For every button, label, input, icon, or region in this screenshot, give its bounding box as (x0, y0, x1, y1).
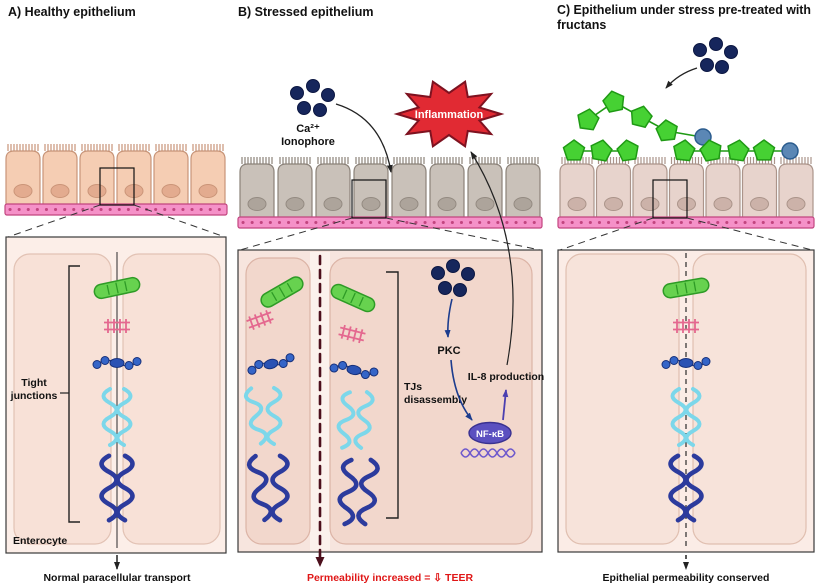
inflammation-burst (393, 79, 505, 149)
panel-c-title: fructans (557, 18, 606, 32)
enterocyte-cell-right (692, 253, 807, 545)
zoom-guide-line (7, 204, 101, 238)
zoom-target-b (351, 179, 387, 219)
ca-ionophore-dots (290, 79, 335, 117)
basement-membrane (557, 216, 815, 229)
zoom-target-a (99, 167, 135, 206)
fructan-dots (693, 37, 738, 74)
epithelial-cell (79, 143, 115, 206)
epithelial-cell (559, 156, 595, 219)
enterocyte-cell-left (13, 253, 112, 545)
inflammation-label: Inflammation (415, 109, 484, 121)
epithelial-cell (741, 156, 778, 219)
basement-membrane (4, 203, 228, 216)
panel-b-caption: Permeability increased = ⇩ TEER (307, 572, 473, 584)
fructan-chain-surface-left (562, 137, 641, 163)
epithelial-cell (315, 156, 351, 219)
epithelial-cell (632, 156, 668, 219)
enterocyte-cell-left (565, 253, 680, 545)
tjs-disassembly-label: TJs (404, 381, 422, 393)
epithelial-cell (353, 156, 389, 219)
nfkb-label: NF-κB (476, 429, 504, 440)
fructan-end-circle (781, 142, 799, 160)
fructan-pentagon (600, 88, 627, 114)
fructan-pentagon (562, 139, 586, 161)
nfkb-oval (468, 421, 512, 445)
tight-junctions-label: junctions (10, 390, 58, 402)
tjs-bracket (386, 271, 399, 519)
pkc-to-nfkb-arrow (450, 359, 473, 421)
ca-ionophore-label: Ca²⁺ (296, 123, 320, 135)
zoom-guide-line (239, 217, 353, 251)
fructan-arrow (665, 67, 698, 89)
epithelial-cell (277, 156, 313, 219)
pkc-label: PKC (437, 345, 460, 357)
epithelial-cell (429, 156, 465, 219)
fructan-chain-surface-right (671, 137, 799, 163)
fructan-pentagon (588, 137, 615, 163)
epithelial-cell (153, 143, 189, 206)
fructan-pentagon (725, 137, 751, 163)
panel-a-title: A) Healthy epithelium (8, 5, 136, 19)
il8-to-inflammation-arrow (470, 151, 514, 366)
ca-to-pkc-arrow (444, 298, 453, 338)
panel-c: C) Epithelium under stress pre-treated w… (557, 3, 815, 584)
fructan-pentagon (627, 103, 655, 129)
panel-b-title: B) Stressed epithelium (238, 5, 373, 19)
epithelial-cell (391, 156, 427, 219)
epithelial-cell (5, 143, 41, 206)
zoom-guide-line (686, 217, 813, 251)
epithelial-cell (239, 156, 275, 219)
ca-arrow (335, 103, 393, 173)
fructan-chain-floating (575, 88, 712, 146)
epithelium-b (237, 156, 543, 229)
tight-junctions-label: Tight (21, 377, 47, 389)
epithelial-cell (778, 156, 814, 219)
tight-junctions-bracket (68, 265, 80, 523)
zoom-target-c (652, 179, 688, 219)
epithelial-cell (705, 156, 741, 219)
epithelial-cell (505, 156, 541, 219)
epithelial-cell (467, 156, 503, 219)
il8-production-label: IL-8 production (468, 371, 544, 383)
epithelial-cell (190, 143, 226, 206)
panel-a: A) Healthy epithelium Tight junctions (4, 5, 228, 584)
epithelial-cell (42, 143, 78, 206)
tjs-disassembly-label: disassembly (404, 394, 467, 406)
zoom-guide-line (133, 204, 226, 238)
zoom-guide-line (559, 217, 654, 251)
fructan-pentagon (654, 118, 680, 142)
panel-b: B) Stressed epithelium Ca²⁺ Ionophore In… (237, 5, 544, 584)
nfkb-to-il8-arrow (502, 389, 509, 421)
fructan-pentagon (575, 106, 601, 132)
dna-helix (460, 448, 516, 458)
panel-a-caption: Normal paracellular transport (43, 572, 191, 584)
panel-c-title: C) Epithelium under stress pre-treated w… (557, 3, 811, 17)
zoom-guide-line (385, 217, 541, 251)
ca-ionophore-label: Ionophore (281, 136, 335, 148)
panel-c-caption: Epithelial permeability conserved (603, 572, 770, 584)
epithelial-cell (595, 156, 632, 219)
enterocyte-cell-right (329, 257, 533, 545)
enterocyte-cell-right (122, 253, 221, 545)
fructan-pentagon (752, 139, 776, 161)
epithelium-c (557, 156, 815, 229)
epithelium-a (4, 143, 228, 216)
enterocyte-label: Enterocyte (13, 535, 67, 547)
